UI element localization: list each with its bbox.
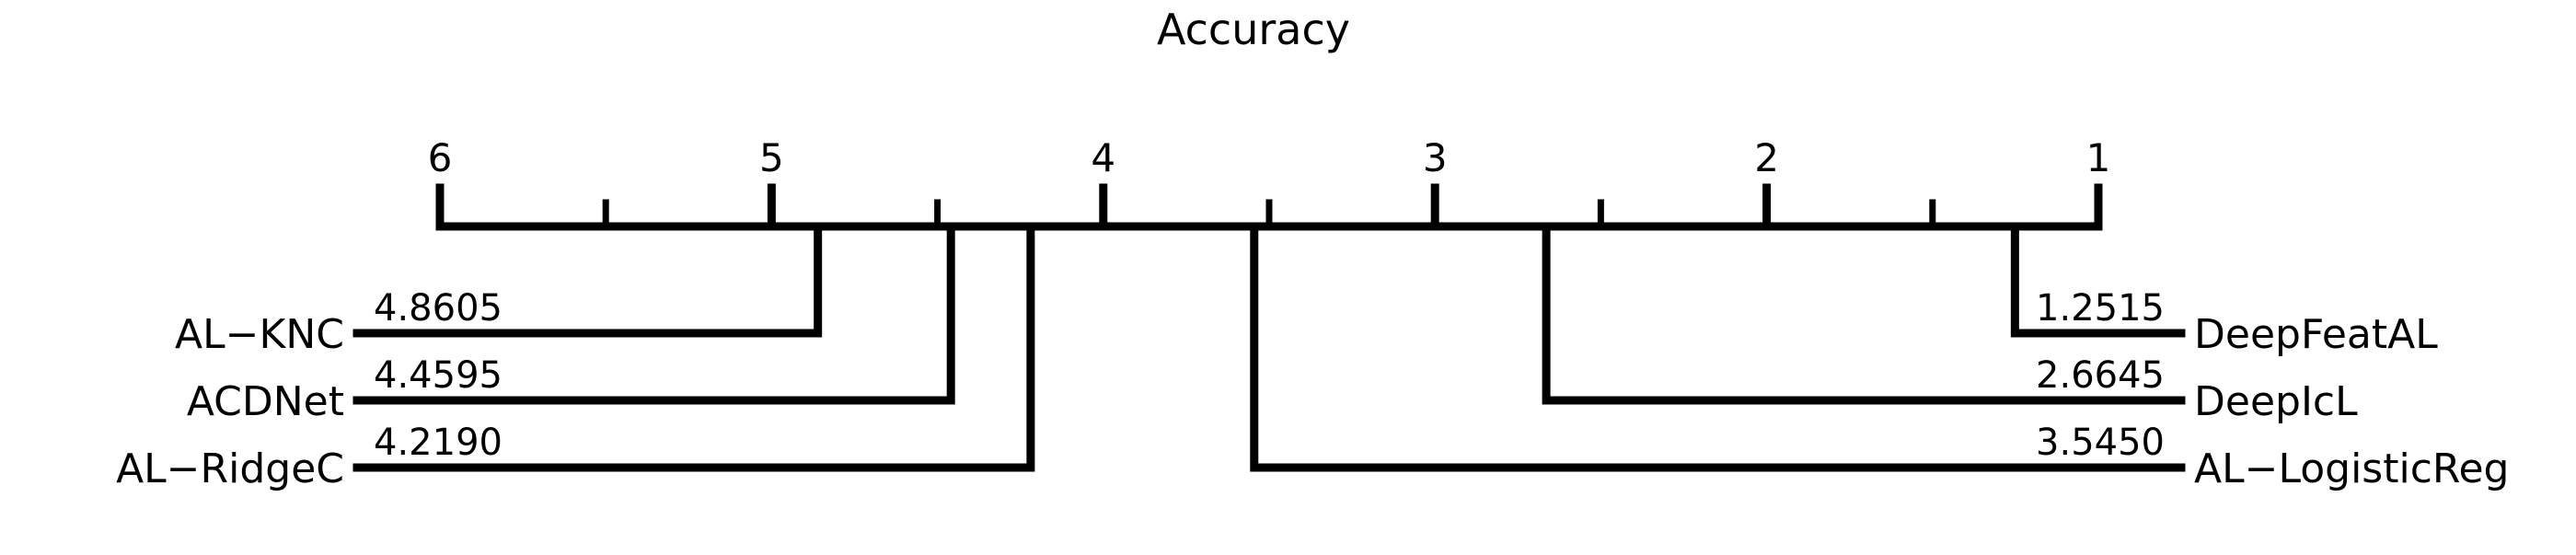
chart-title: Accuracy <box>1157 5 1350 54</box>
tick-label-5: 5 <box>759 135 784 180</box>
branch-line-DeepIcL <box>1542 222 2186 405</box>
tick-labels: 6 5 4 3 2 1 <box>428 135 2111 180</box>
method-value-DeepFeatAL: 1.2515 <box>2036 287 2165 330</box>
method-value-AL−LogisticReg: 3.5450 <box>2036 422 2165 464</box>
branch-line-DeepFeatAL <box>2010 222 2186 338</box>
branch-line-AL−RidgeC <box>352 222 1035 472</box>
method-label-AL−LogisticReg: AL−LogisticReg <box>2194 445 2509 492</box>
method-value-ACDNet: 4.4595 <box>374 354 502 397</box>
method-label-DeepFeatAL: DeepFeatAL <box>2194 311 2438 358</box>
method-label-DeepIcL: DeepIcL <box>2194 378 2358 425</box>
method-value-AL−KNC: 4.8605 <box>374 287 502 330</box>
branch-line-AL−LogisticReg <box>1250 222 2186 472</box>
tick-label-1: 1 <box>2086 135 2111 180</box>
method-value-DeepIcL: 2.6645 <box>2036 354 2165 397</box>
tick-label-2: 2 <box>1754 135 1779 180</box>
tick-label-3: 3 <box>1423 135 1448 180</box>
branch-line-AL−KNC <box>352 222 823 338</box>
method-label-AL−RidgeC: AL−RidgeC <box>116 445 344 492</box>
method-label-AL−KNC: AL−KNC <box>175 311 344 358</box>
tick-label-6: 6 <box>428 135 453 180</box>
method-branches <box>352 222 2186 472</box>
method-label-ACDNet: ACDNet <box>187 378 344 425</box>
rank-axis <box>435 183 2103 231</box>
method-value-AL−RidgeC: 4.2190 <box>374 422 502 464</box>
branch-line-ACDNet <box>352 222 955 405</box>
tick-label-4: 4 <box>1091 135 1115 180</box>
